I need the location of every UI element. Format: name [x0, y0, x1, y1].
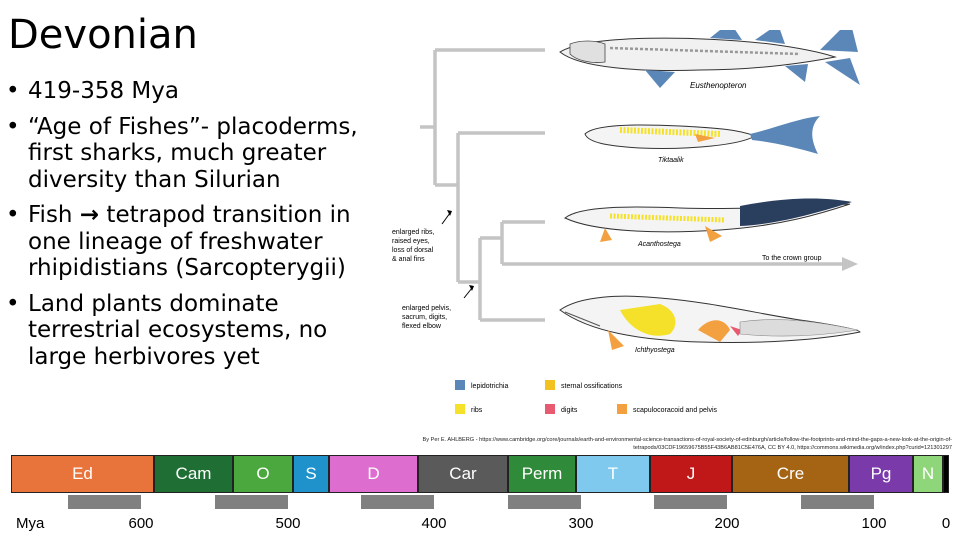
period-ordovician: O — [233, 455, 293, 493]
period-paleogene: Pg — [849, 455, 913, 493]
scale-bar-segment — [508, 495, 581, 509]
tick-label: 300 — [568, 515, 594, 532]
annotation-line: raised eyes, — [392, 238, 430, 245]
cladogram-lines — [420, 48, 842, 322]
legend-swatch — [545, 404, 555, 414]
legend-label: lepidotrichia — [471, 383, 508, 390]
acanthostega-drawing: Acanthostega — [564, 198, 852, 248]
annotation-line: enlarged pelvis, — [402, 305, 451, 312]
taxon-label: Eusthenopteron — [690, 81, 747, 90]
annotation-line: enlarged ribs, — [392, 229, 434, 236]
taxon-label: Ichthyostega — [635, 347, 675, 354]
tick-label: 0 — [941, 515, 951, 532]
period-quaternary — [943, 455, 949, 493]
taxon-label: Acanthostega — [637, 241, 681, 248]
scale-bar-segment — [215, 495, 288, 509]
slide-title: Devonian — [8, 12, 198, 58]
annotation-line: flexed elbow — [402, 323, 442, 330]
bullet-item: Fish → tetrapod transition in one lineag… — [6, 202, 366, 282]
crown-group-arrowhead — [842, 257, 858, 271]
figure-legend: lepidotrichia sternal ossifications ribs… — [455, 380, 718, 414]
legend-swatch — [455, 404, 465, 414]
tick-label: 500 — [275, 515, 301, 532]
bullet-item: “Age of Fishes”- placoderms, first shark… — [6, 114, 366, 194]
tick-label: 400 — [421, 515, 447, 532]
period-silurian: S — [293, 455, 329, 493]
scale-bar-segment — [361, 495, 434, 509]
annotation-line: & anal fins — [392, 256, 425, 263]
period-carboniferous: Car — [418, 455, 508, 493]
bullet-list: 419-358 Mya “Age of Fishes”- placoderms,… — [6, 78, 366, 379]
period-neogene: N — [913, 455, 943, 493]
ichthyostega-drawing: Ichthyostega — [559, 295, 861, 354]
bullet-item: Land plants dominate terrestrial ecosyst… — [6, 291, 366, 371]
scale-bar-segment — [68, 495, 141, 509]
bullet-text: Fish — [28, 202, 80, 228]
annotation-line: sacrum, digits, — [402, 314, 447, 321]
annotation-line: loss of dorsal — [392, 247, 434, 254]
period-triassic: T — [576, 455, 650, 493]
period-permian: Perm — [508, 455, 576, 493]
svg-text:enlarged pelvis, sacrum,: enlarged pelvis, sacrum, digits, flexed … — [402, 305, 453, 330]
legend-label: ribs — [471, 407, 483, 414]
tick-label: 100 — [861, 515, 887, 532]
legend-swatch — [545, 380, 555, 390]
legend-label: scapulocoracoid and pelvis — [633, 407, 718, 414]
legend-label: sternal ossifications — [561, 383, 623, 390]
svg-text:enlarged ribs, raised ey: enlarged ribs, raised eyes, loss of dors… — [392, 229, 436, 263]
tiktaalik-drawing: Tiktaalik — [584, 116, 820, 164]
bullet-text: tetrapod transition in one lineage of fr… — [28, 202, 351, 281]
crown-group-label: To the crown group — [762, 255, 822, 262]
eusthenopteron-drawing: Eusthenopteron — [559, 30, 860, 90]
period-ediacaran: Ed — [11, 455, 154, 493]
bullet-item: 419-358 Mya — [6, 78, 366, 105]
period-devonian: D — [329, 455, 418, 493]
legend-label: digits — [561, 407, 578, 414]
node-annotation-2: enlarged pelvis, sacrum, digits, flexed … — [402, 285, 474, 330]
period-cretaceous: Cre — [732, 455, 849, 493]
node-annotation-1: enlarged ribs, raised eyes, loss of dors… — [392, 210, 452, 263]
scale-bar-segment — [654, 495, 727, 509]
image-credit: By Per E. AHLBERG - https://www.cambridg… — [422, 437, 952, 451]
scale-bar-segment — [801, 495, 874, 509]
axis-title: Mya — [16, 515, 45, 532]
legend-swatch — [617, 404, 627, 414]
taxon-label: Tiktaalik — [658, 157, 684, 164]
period-cambrian: Cam — [154, 455, 233, 493]
period-jurassic: J — [650, 455, 732, 493]
legend-swatch — [455, 380, 465, 390]
tick-label: 200 — [714, 515, 740, 532]
geologic-timeline: Ed Cam O S D Car Perm T J Cre Pg N Mya 6… — [0, 455, 960, 540]
tick-label: 600 — [128, 515, 154, 532]
arrow-right-icon: → — [79, 202, 100, 228]
phylogeny-figure: Eusthenopteron Tiktaalik Acanthostega To… — [392, 30, 861, 414]
